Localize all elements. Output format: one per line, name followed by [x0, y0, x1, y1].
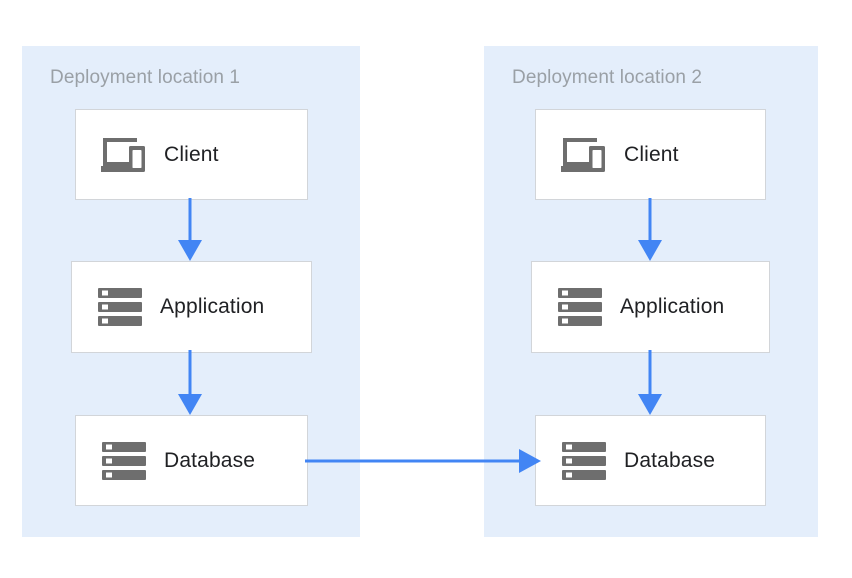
zone-1-title: Deployment location 1 — [50, 67, 241, 88]
node-database-1[interactable]: Database — [75, 415, 308, 506]
node-client-1-label: Client — [164, 142, 219, 166]
server-stack-icon — [558, 438, 610, 484]
server-stack-icon — [94, 284, 146, 330]
node-database-2[interactable]: Database — [535, 415, 766, 506]
node-client-1[interactable]: Client — [75, 109, 308, 200]
node-database-1-label: Database — [164, 448, 256, 472]
server-stack-icon — [98, 438, 150, 484]
node-database-2-label: Database — [624, 448, 716, 472]
node-application-1-label: Application — [160, 295, 265, 318]
node-application-2-label: Application — [620, 295, 725, 318]
server-stack-icon — [554, 284, 606, 330]
zone-2-title: Deployment location 2 — [512, 67, 703, 88]
node-client-2-label: Client — [624, 142, 679, 166]
client-devices-icon — [98, 132, 150, 178]
node-application-1[interactable]: Application — [71, 261, 312, 353]
node-client-2[interactable]: Client — [535, 109, 766, 200]
node-application-2[interactable]: Application — [531, 261, 770, 353]
client-devices-icon — [558, 132, 610, 178]
